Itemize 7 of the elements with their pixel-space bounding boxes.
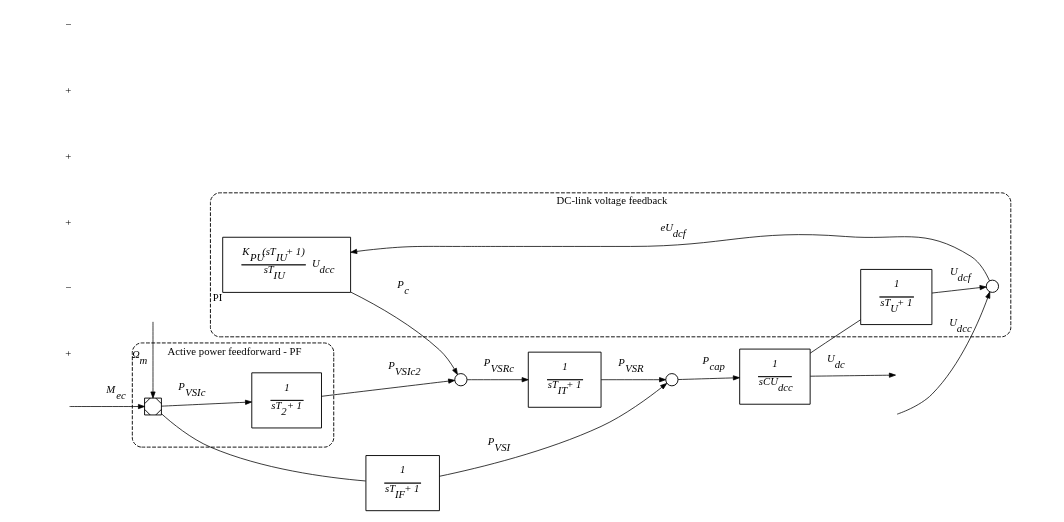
label: + <box>64 215 71 228</box>
label: + <box>64 149 71 162</box>
label: + <box>64 83 71 96</box>
label: − <box>64 281 71 294</box>
label: − <box>64 17 71 30</box>
node-label: PI <box>212 290 222 303</box>
label: + <box>64 347 71 360</box>
